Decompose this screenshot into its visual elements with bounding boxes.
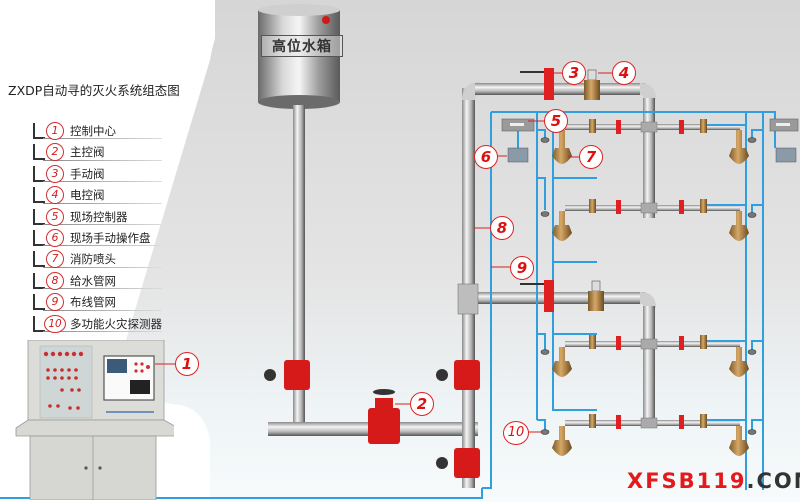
underline <box>43 202 162 204</box>
callout-10: 10 <box>503 421 529 445</box>
brand-dark: .COM <box>746 469 800 493</box>
underline <box>43 330 162 332</box>
manual-valve-top <box>520 68 554 100</box>
legend-number: 4 <box>46 186 64 205</box>
underline <box>43 266 162 268</box>
legend-label: 布线管网 <box>70 295 116 310</box>
bracket <box>33 123 45 139</box>
legend-item: 3 手动阀 <box>32 164 162 185</box>
underline <box>43 181 162 183</box>
bracket <box>33 294 45 311</box>
branch-manual-valves <box>616 120 684 429</box>
legend-item: 9 布线管网 <box>32 292 162 313</box>
site-controller-right <box>769 118 799 163</box>
top-branch-pipe <box>475 83 645 95</box>
legend-label: 给水管网 <box>70 273 116 288</box>
bracket <box>33 165 45 182</box>
legend-label: 电控阀 <box>70 188 105 203</box>
legend-label: 多功能火灾探测器 <box>70 316 162 331</box>
legend-item: 7 消防喷头 <box>32 249 162 270</box>
underline <box>43 138 162 140</box>
legend-number: 1 <box>46 122 64 140</box>
legend-number: 8 <box>46 271 64 290</box>
legend-number: 2 <box>46 143 64 162</box>
legend-item: 4 电控阀 <box>32 185 162 206</box>
callout-3: 3 <box>562 61 586 85</box>
legend-label: 控制中心 <box>70 124 116 138</box>
console-desk <box>15 419 174 437</box>
legend-number: 6 <box>46 228 64 247</box>
legend-label: 主控阀 <box>70 145 105 160</box>
callout-4: 4 <box>612 61 636 85</box>
manual-valve-middle <box>520 280 554 312</box>
legend-item: 6 现场手动操作盘 <box>32 228 162 249</box>
callout-9: 9 <box>510 256 534 280</box>
legend-item: 8 给水管网 <box>32 271 162 292</box>
legend-number: 7 <box>46 250 64 269</box>
callout-2: 2 <box>410 392 434 416</box>
diagram-title: ZXDP自动寻的灭火系统组态图 <box>8 83 180 98</box>
legend-label: 消防喷头 <box>70 252 116 267</box>
electric-valve-top <box>584 69 600 100</box>
underline <box>43 309 162 311</box>
sprinkler-heads <box>552 130 749 456</box>
bracket <box>33 315 45 332</box>
bracket <box>33 144 45 161</box>
brand-red: XFSB119 <box>627 469 747 493</box>
gate-valves <box>264 360 480 478</box>
callout-8: 8 <box>490 216 514 240</box>
brand-watermark: XFSB119.COM <box>627 469 800 493</box>
site-controller-left <box>501 118 535 163</box>
bracket <box>33 187 45 204</box>
legend-item: 2 主控阀 <box>32 142 162 163</box>
legend-label: 现场控制器 <box>70 209 128 224</box>
legend: 1 控制中心 2 主控阀 3 手动阀 4 电控阀 5 现场控制器 6 现场手动操作盘 7 消防… <box>32 121 162 335</box>
bracket <box>33 272 45 289</box>
legend-label: 现场手动操作盘 <box>70 230 151 245</box>
console-button-panel <box>39 345 93 419</box>
underline <box>43 288 162 290</box>
legend-number: 10 <box>44 314 66 333</box>
callout-6: 6 <box>474 145 498 169</box>
control-center-console <box>15 340 174 500</box>
tank-outlet-pipe <box>293 105 305 425</box>
callout-5: 5 <box>544 109 568 133</box>
legend-label: 手动阀 <box>70 166 105 181</box>
branch-electric-valves <box>589 119 707 428</box>
electric-valve-middle <box>588 280 604 311</box>
middle-branch-pipe <box>475 292 645 304</box>
fire-detectors <box>540 137 757 435</box>
legend-item: 5 现场控制器 <box>32 207 162 228</box>
callout-7: 7 <box>579 145 603 169</box>
underline <box>43 223 162 225</box>
bracket <box>33 208 45 225</box>
legend-number: 5 <box>46 207 64 226</box>
bracket <box>33 251 45 268</box>
callout-1: 1 <box>175 352 199 376</box>
legend-item: 1 控制中心 <box>32 121 162 142</box>
underline <box>43 159 162 161</box>
legend-item: 10 多功能火灾探测器 <box>32 314 162 335</box>
legend-number: 9 <box>46 293 64 312</box>
bracket <box>33 229 45 246</box>
tank-label: 高位水箱 <box>261 35 343 57</box>
legend-number: 3 <box>46 164 64 183</box>
underline <box>43 245 162 247</box>
console-buttons <box>43 351 84 410</box>
